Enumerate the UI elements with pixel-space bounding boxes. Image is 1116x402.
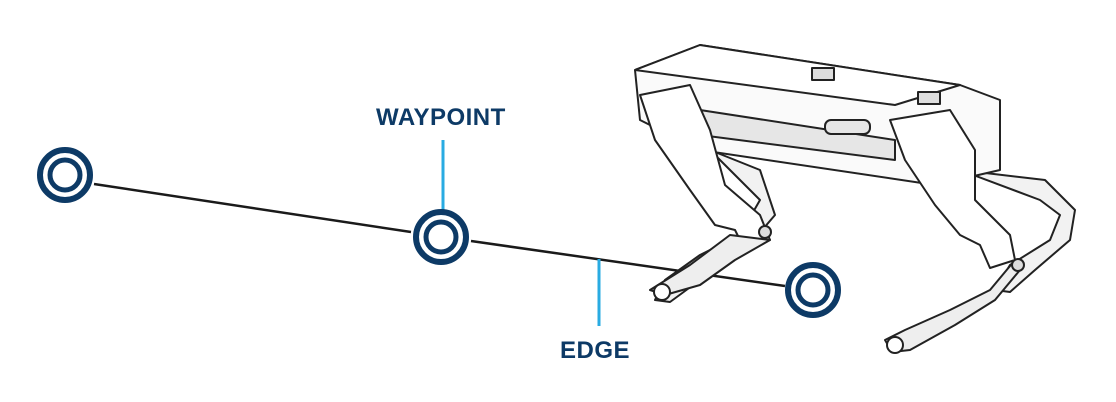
edge-line-1	[93, 182, 412, 234]
robot-dog-icon	[634, 44, 1076, 354]
edge-line-2	[470, 239, 786, 288]
waypoint-node-1	[37, 147, 93, 203]
waypoint-node-2	[413, 209, 469, 265]
waypoint-node-3	[785, 262, 841, 318]
edge-label: EDGE	[560, 337, 631, 364]
waypoint-label: WAYPOINT	[376, 104, 506, 131]
